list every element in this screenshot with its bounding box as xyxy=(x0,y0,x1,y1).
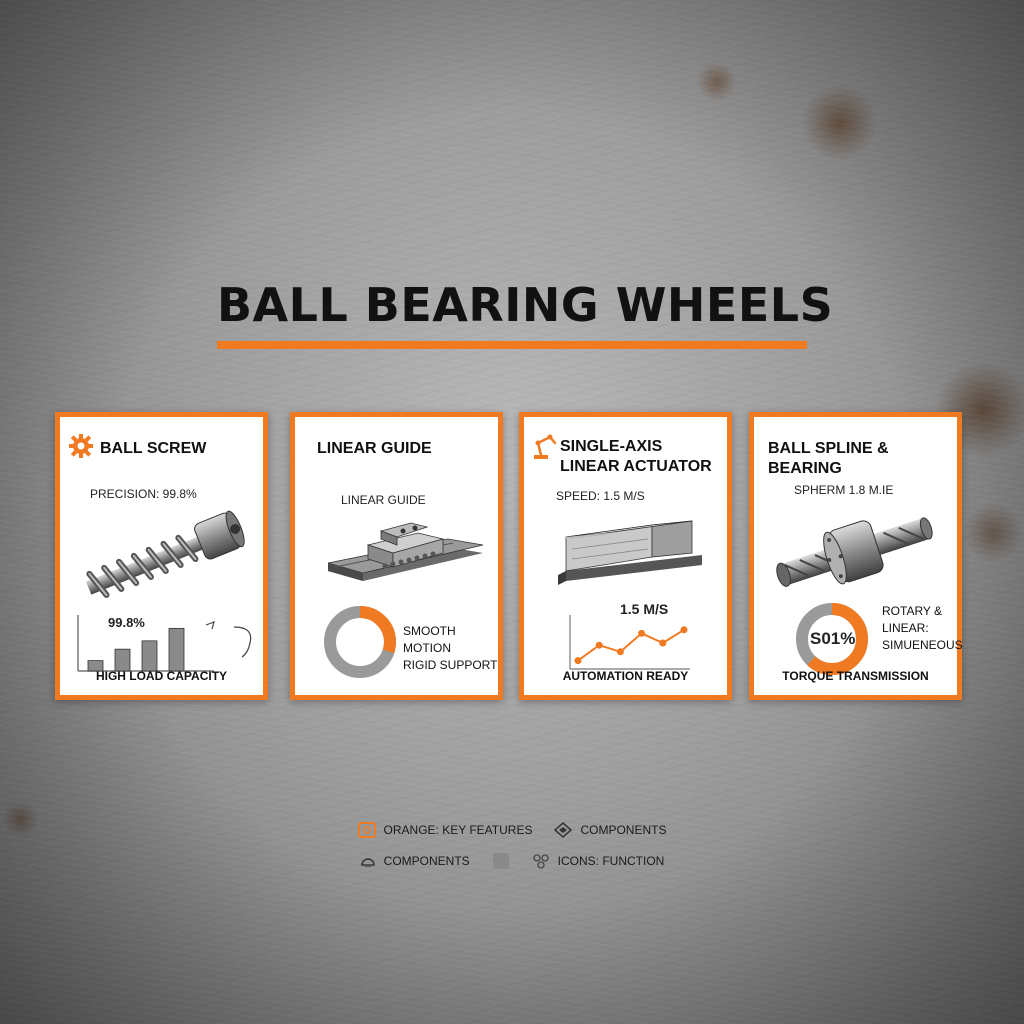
ball-spline-illustration xyxy=(776,517,933,587)
bar xyxy=(141,640,158,672)
feature-note: SMOOTH MOTION RIGID SUPPORT xyxy=(403,624,498,672)
donut-chart xyxy=(324,606,396,678)
card-subtitle: PRECISION: 99.8% xyxy=(90,487,197,501)
linear-guide-illustration xyxy=(327,522,484,581)
data-point xyxy=(595,641,603,649)
chart-label: 1.5 M/S xyxy=(620,601,669,617)
speed-line-chart xyxy=(569,615,690,670)
series-line xyxy=(577,628,685,662)
donut-chart xyxy=(796,603,868,675)
page-title: BALL BEARING WHEELS xyxy=(217,278,834,332)
legend-row-1: ORANGE: KEY FEATURES COMPONENTS xyxy=(0,822,1024,838)
card-linear-actuator[interactable]: SINGLE-AXIS LINEAR ACTUATOR SPEED: 1.5 M… xyxy=(519,412,732,700)
card-footer: AUTOMATION READY xyxy=(562,669,689,683)
chart-label: 99.8% xyxy=(108,615,145,630)
cluster-icon xyxy=(533,854,549,869)
card-subtitle: LINEAR GUIDE xyxy=(341,493,426,507)
data-point xyxy=(659,639,667,647)
card-title: BALL SPLINE & BEARING xyxy=(768,440,889,477)
legend-item: ICONS: FUNCTION xyxy=(532,853,664,869)
linear-actuator-illustration xyxy=(558,520,702,585)
card-title: LINEAR GUIDE xyxy=(317,440,432,457)
helmet-icon xyxy=(360,858,375,867)
card-subtitle: SPEED: 1.5 M/S xyxy=(556,489,645,503)
card-linear-guide[interactable]: LINEAR GUIDE LINEAR GUIDE SMOOTH MOTION … xyxy=(290,412,503,700)
card-footer: HIGH LOAD CAPACITY xyxy=(95,669,228,683)
card-footer: TORQUE TRANSMISSION xyxy=(782,669,929,683)
gray-square-icon xyxy=(492,853,509,869)
bar xyxy=(87,660,104,672)
bar xyxy=(114,648,131,672)
card-title: SINGLE-AXIS LINEAR ACTUATOR xyxy=(560,438,712,475)
ball-screw-illustration xyxy=(86,510,245,598)
card-subtitle: SPHERM 1.8 M.IE xyxy=(794,483,894,497)
bar xyxy=(168,627,185,672)
card-title: BALL SCREW xyxy=(100,440,207,457)
data-point xyxy=(638,629,646,637)
legend-item xyxy=(492,852,510,870)
orange-square-icon xyxy=(357,822,376,838)
legend-row-2: COMPONENTS ICONS: FUNCTION xyxy=(0,852,1024,870)
legend-item: ORANGE: KEY FEATURES xyxy=(357,822,532,838)
legend-item: COMPONENTS xyxy=(554,822,666,838)
diamond-icon xyxy=(554,822,573,838)
data-point xyxy=(616,648,624,656)
feature-note: ROTARY & LINEAR: SIMUENEOUS xyxy=(882,604,963,652)
card-ball-spline[interactable]: BALL SPLINE & BEARING SPHERM 1.8 M.IE S0… xyxy=(749,412,963,700)
load-bar-chart xyxy=(77,615,252,672)
title-underline xyxy=(217,341,807,349)
gear-icon xyxy=(69,434,93,458)
data-point xyxy=(574,657,582,665)
legend-item: COMPONENTS xyxy=(360,853,470,869)
data-point xyxy=(680,626,688,634)
donut-arc xyxy=(796,603,868,675)
robot-arm-icon xyxy=(534,434,557,459)
donut-label: S01% xyxy=(810,629,856,648)
card-ball-screw[interactable]: BALL SCREW PRECISION: 99.8% 99.8% HIGH L… xyxy=(55,412,268,700)
donut-arc xyxy=(324,606,396,678)
